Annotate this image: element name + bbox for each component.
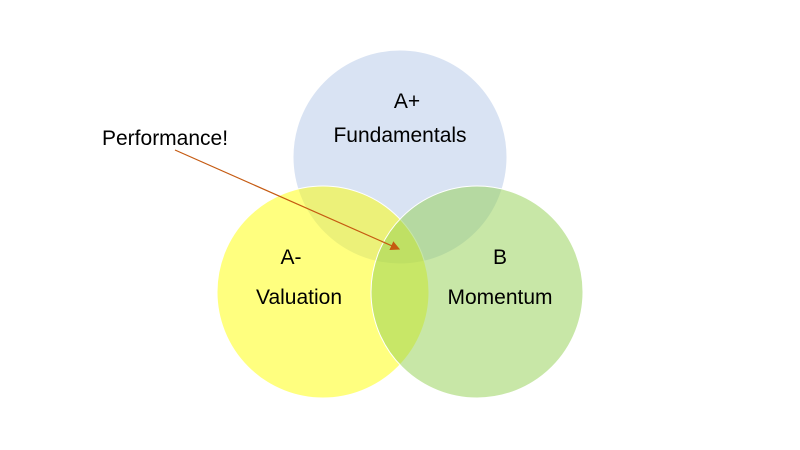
fundamentals-grade: A+ — [393, 90, 421, 113]
fundamentals-label: Fundamentals — [333, 124, 467, 147]
callout-arrow — [174, 149, 401, 250]
momentum-grade: B — [492, 246, 508, 269]
momentum-label: Momentum — [447, 286, 553, 309]
valuation-grade: A- — [280, 246, 302, 269]
momentum-circle — [370, 185, 584, 399]
valuation-label: Valuation — [255, 286, 343, 309]
performance-callout: Performance! — [102, 127, 229, 150]
